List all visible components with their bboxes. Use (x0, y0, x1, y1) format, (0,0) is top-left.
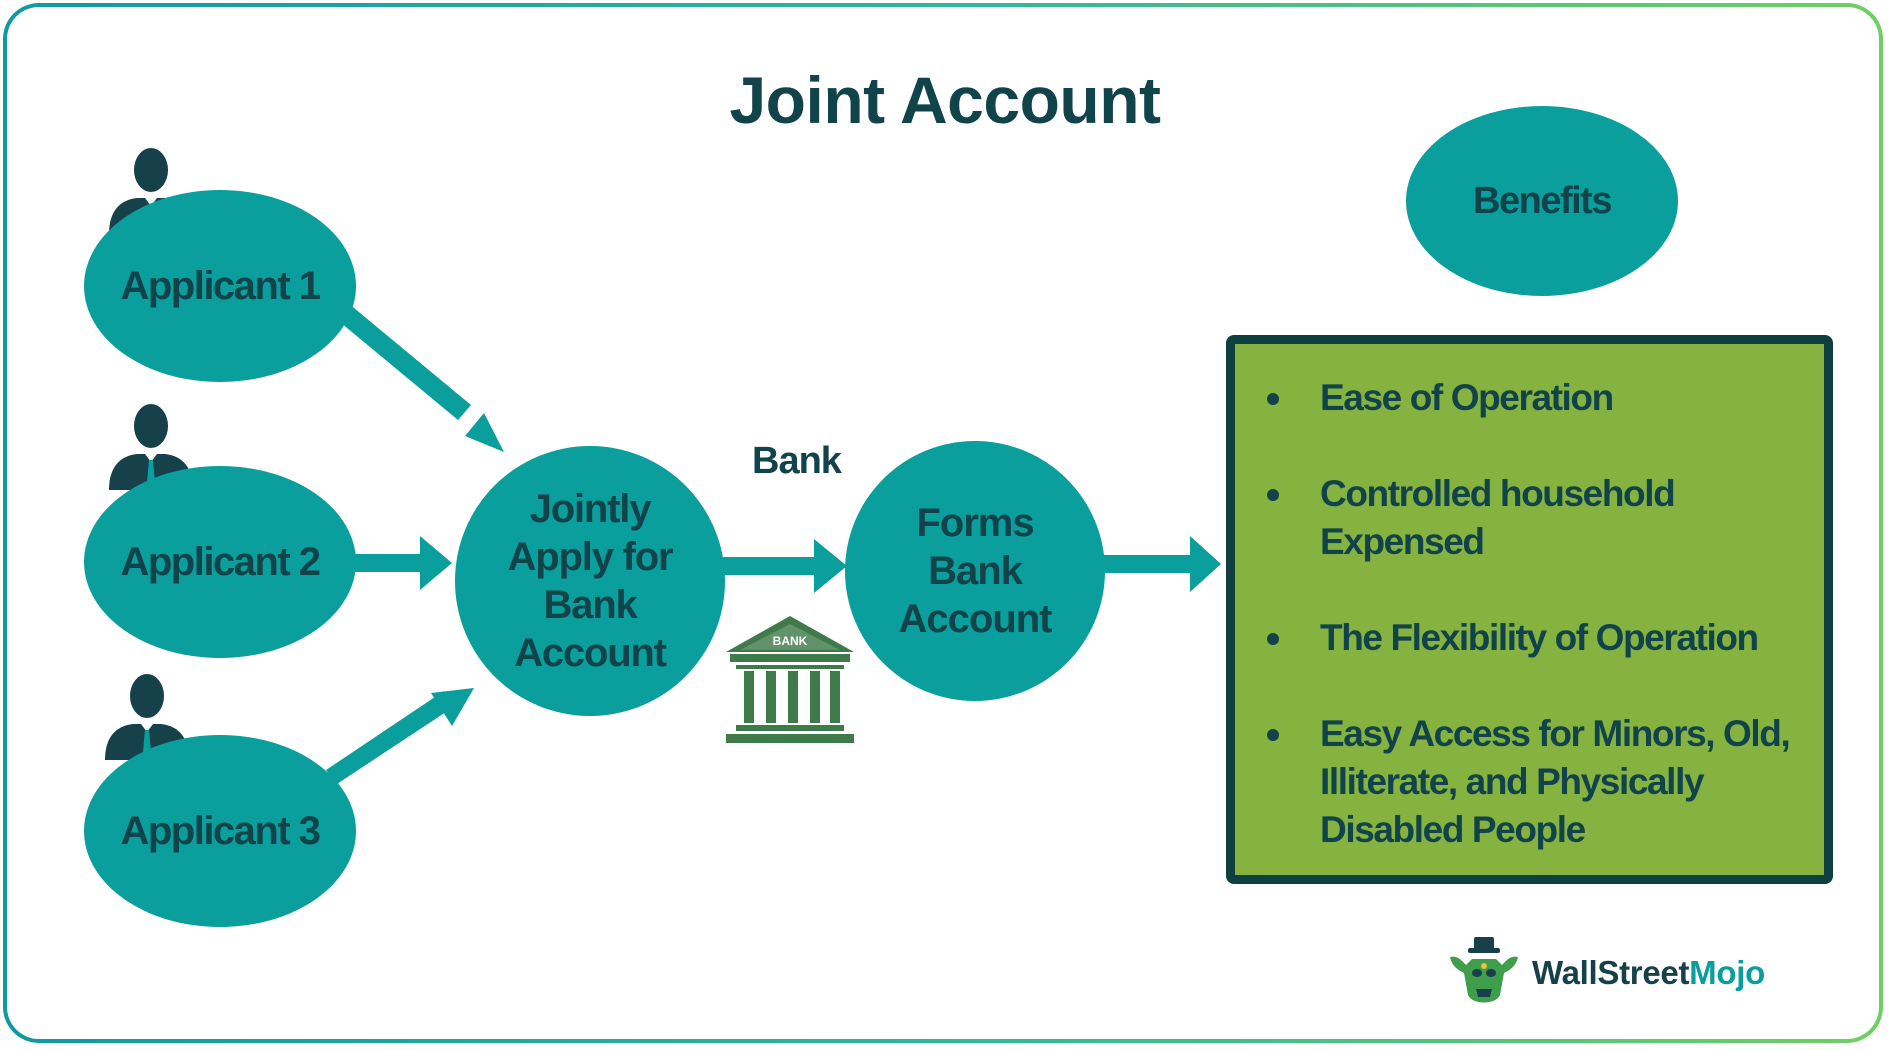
brand-name: WallStreetMojo (1532, 954, 1765, 991)
benefit-text: Easy Access for Minors, Old, Illiterate,… (1320, 713, 1791, 850)
applicant-1-node: Applicant 1 (84, 190, 356, 382)
benefit-text: Ease of Operation (1320, 377, 1614, 418)
list-item: The Flexibility of Operation (1253, 614, 1814, 662)
bank-building-icon: BANK (726, 616, 854, 743)
bullet-icon (1267, 729, 1279, 741)
benefits-node: Benefits (1406, 106, 1678, 296)
forms-bank-account-node: Forms Bank Account (845, 441, 1105, 701)
bullet-icon (1267, 393, 1279, 405)
applicant-2-label: Applicant 2 (120, 539, 321, 584)
applicant-2-node: Applicant 2 (84, 466, 356, 658)
list-item: Easy Access for Minors, Old, Illiterate,… (1253, 710, 1814, 854)
jointly-apply-label: Jointly Apply for Bank Account (507, 487, 674, 675)
applicant-3-label: Applicant 3 (120, 808, 321, 853)
forms-bank-account-label: Forms Bank Account (898, 501, 1053, 641)
applicant-1-label: Applicant 1 (120, 263, 321, 308)
bullet-icon (1267, 633, 1279, 645)
benefits-list: Ease of Operation Controlled household E… (1253, 374, 1814, 902)
benefits-label: Benefits (1473, 179, 1612, 222)
bank-sign-text: BANK (773, 634, 808, 648)
brand-logo[interactable]: WallStreetMojo (1446, 935, 1765, 1011)
wallstreetmojo-logo-icon (1450, 937, 1518, 1003)
benefit-text: The Flexibility of Operation (1320, 617, 1759, 658)
list-item: Controlled household Expensed (1253, 470, 1814, 566)
benefits-box: Ease of Operation Controlled household E… (1226, 335, 1833, 884)
bank-label: Bank (752, 440, 842, 482)
applicant-3-node: Applicant 3 (84, 735, 356, 927)
bullet-icon (1267, 489, 1279, 501)
page-title: Joint Account (729, 63, 1161, 137)
list-item: Ease of Operation (1253, 374, 1814, 422)
benefit-text: Controlled household Expensed (1320, 473, 1676, 562)
jointly-apply-node: Jointly Apply for Bank Account (455, 446, 725, 716)
